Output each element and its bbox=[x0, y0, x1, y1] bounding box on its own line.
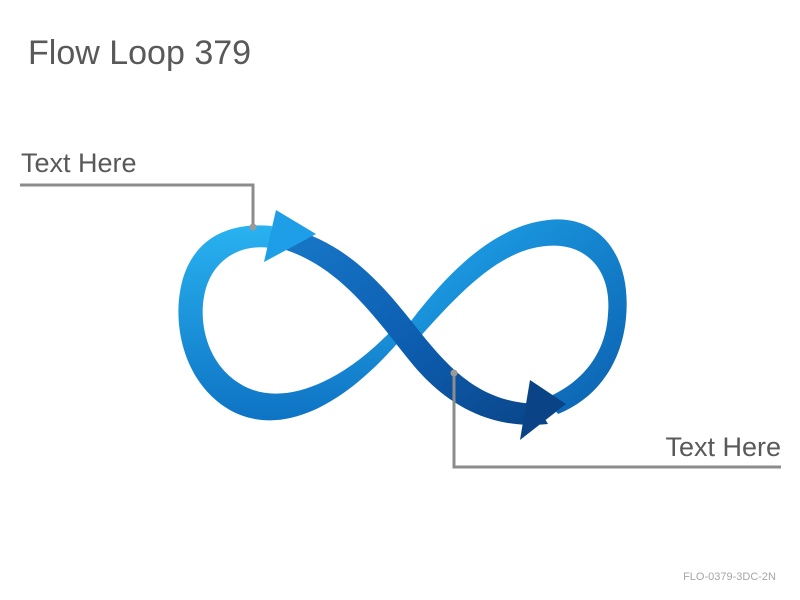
lower-arrow-head bbox=[520, 380, 566, 440]
right-leader-line bbox=[452, 373, 781, 469]
crossing-ribbon bbox=[286, 228, 548, 425]
right-leader-dot bbox=[450, 369, 458, 377]
left-lobe-ribbon bbox=[178, 225, 402, 421]
right-lobe-ribbon bbox=[400, 219, 627, 414]
callout-label-top-left: Text Here bbox=[21, 148, 137, 178]
callout-label-bottom-right: Text Here bbox=[665, 432, 781, 462]
footer-code: FLO-0379-3DC-2N bbox=[683, 571, 776, 583]
upper-arrow-head bbox=[264, 210, 316, 262]
left-leader-dot bbox=[249, 223, 257, 231]
left-leader-line bbox=[20, 183, 255, 227]
slide-title: Flow Loop 379 bbox=[28, 34, 252, 72]
